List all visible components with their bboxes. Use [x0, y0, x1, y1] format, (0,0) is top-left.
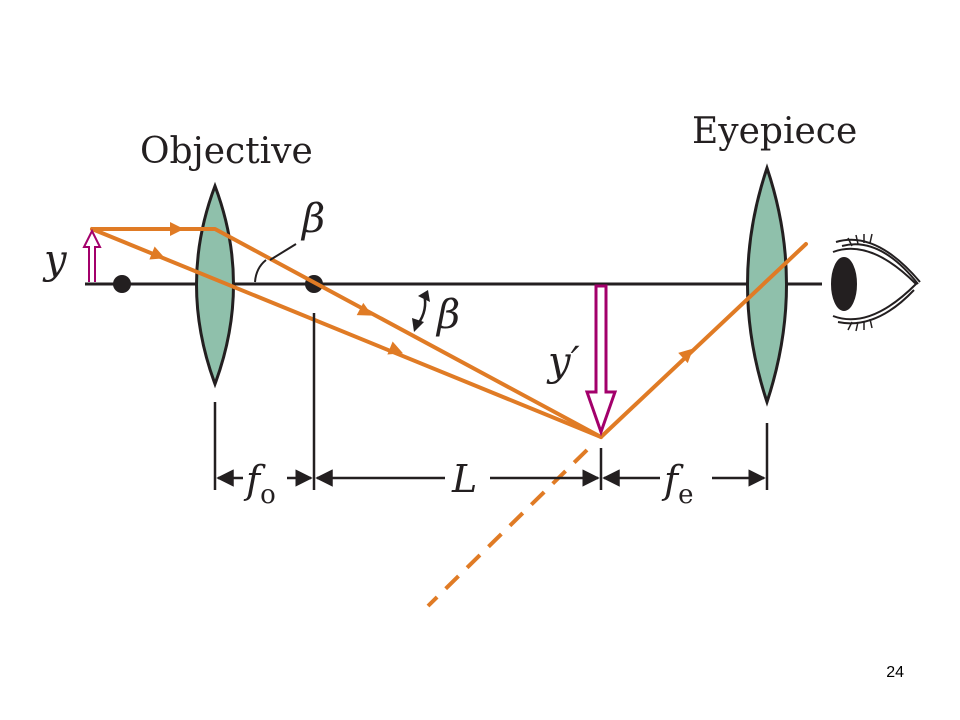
beta-arrowhead-down	[412, 318, 424, 332]
ray-to-eyepiece	[599, 242, 808, 439]
ray-arrowhead	[170, 222, 184, 236]
eyepiece-label: Eyepiece	[692, 111, 857, 152]
tube-length-label: L	[451, 457, 477, 501]
ray-arrowheads	[149, 222, 694, 364]
dimension-extension-lines	[213, 313, 769, 490]
ray-arrowhead	[149, 246, 165, 260]
image-arrow	[584, 284, 618, 437]
focal-length-objective-label: fo	[243, 458, 276, 510]
eyepiece-lens	[746, 163, 788, 407]
objective-focal-point-left	[113, 275, 131, 293]
object-arrow	[82, 228, 102, 282]
objective-label: Objective	[140, 131, 313, 172]
focal-length-eyepiece-label: fe	[661, 458, 693, 510]
ray-arrowhead	[678, 348, 694, 364]
focal-eyepiece-subscript: e	[678, 480, 693, 510]
focal-objective-subscript: o	[260, 480, 276, 510]
ray-arrowhead	[356, 302, 373, 316]
object-height-label: y	[42, 237, 68, 283]
beta-label-at-axis: β	[435, 292, 460, 338]
image-height-label: y′	[546, 339, 580, 385]
eye-icon	[831, 233, 921, 332]
ray-parallel	[90, 227, 603, 439]
beta-label-near-objective: β	[300, 196, 325, 242]
ray-arrowhead	[387, 341, 403, 355]
beta-angle-arc	[254, 259, 267, 283]
ray-paths	[90, 227, 808, 608]
ray-virtual-extension	[426, 448, 589, 608]
ray-through-center	[90, 227, 603, 439]
beta-leader-line	[269, 243, 297, 261]
page-number: 24	[886, 664, 904, 681]
beta-arrowhead-up	[418, 290, 430, 302]
